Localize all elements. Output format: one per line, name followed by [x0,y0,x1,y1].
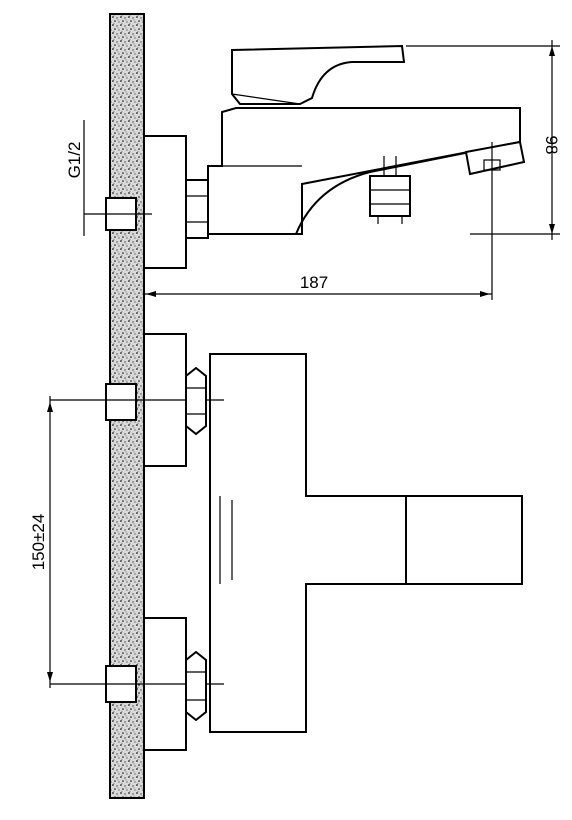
reach-label: 187 [300,273,328,292]
dimension-height: 98 [406,40,561,240]
dimension-thread: G1/2 [65,120,85,236]
front-view [50,333,523,751]
dimension-center-distance: 150±24 [29,396,53,688]
side-lever-handle [231,44,406,105]
side-wall-flange [144,135,187,269]
front-lower-nut [185,650,207,722]
height-label: 98 [542,136,561,155]
front-upper-inlet [105,383,137,421]
side-hex-nut [185,179,209,239]
center-distance-label: 150±24 [29,514,48,571]
side-spout [295,141,521,235]
side-spout-outlet [464,140,526,176]
side-diverter-knob [369,175,411,217]
side-view [84,44,526,269]
front-upper-nut [185,366,207,436]
front-mixer-body [209,353,523,733]
side-mixer-body [207,107,521,235]
dimension-reach: 187 [144,142,493,300]
thread-label: G1/2 [65,142,84,179]
